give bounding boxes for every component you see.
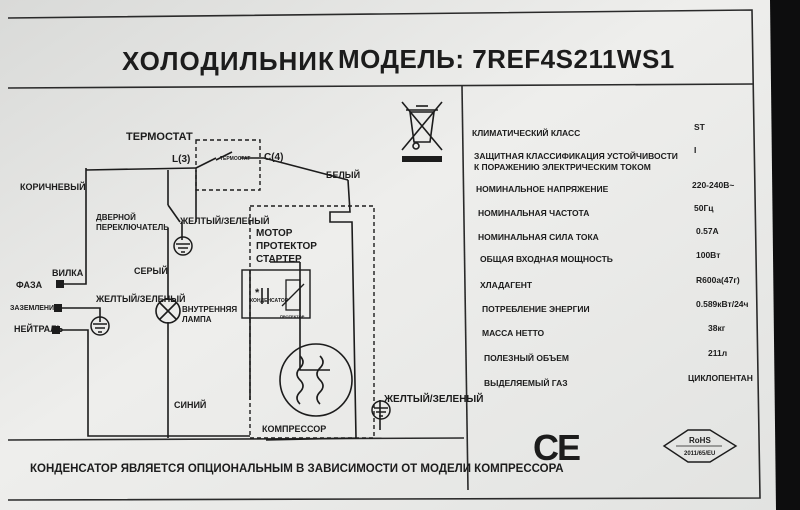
ce-mark-icon: CE (533, 427, 580, 468)
spec-label: НОМИНАЛЬНАЯ СИЛА ТОКА (478, 232, 599, 242)
plug-terminals (52, 280, 64, 334)
label-yellow-green-right: ЖЕЛТЫЙ/ЗЕЛЕНЫЙ (383, 392, 483, 405)
label-motor-3: СТАРТЕР (256, 254, 302, 265)
label-l3: L(3) (172, 154, 190, 165)
ground-symbol-icon (173, 236, 193, 256)
rohs-badge-icon: RoHS 2011/65/EU (662, 429, 738, 463)
thermostat-box (195, 139, 261, 191)
weee-crossed-bin-icon (401, 101, 443, 151)
label-phase: ФАЗА (16, 280, 43, 290)
spec-value: ЦИКЛОПЕНТАН (688, 373, 753, 383)
lamp-icon (155, 298, 181, 324)
spec-value: 50Гц (694, 203, 714, 213)
plate-background (0, 0, 776, 510)
spec-label: НОМИНАЛЬНАЯ ЧАСТОТА (478, 208, 589, 218)
label-door-switch-1: ДВЕРНОЙ (96, 213, 136, 222)
spec-value: 100Вт (696, 250, 720, 260)
rohs-directive: 2011/65/EU (684, 451, 715, 457)
spec-value: I (694, 145, 696, 155)
spec-value: 38кг (708, 323, 726, 333)
label-white: БЕЛЫЙ (326, 169, 360, 180)
label-ground: ЗАЗЕМЛЕНИЕ (10, 305, 59, 312)
label-capacitor-asterisk: * (255, 287, 260, 299)
spec-value: 220-240В~ (692, 180, 734, 190)
footnote: КОНДЕНСАТОР ЯВЛЯЕТСЯ ОПЦИОНАЛЬНЫМ В ЗАВИ… (30, 463, 564, 475)
label-door-switch-2: ПЕРЕКЛЮЧАТЕЛЬ (96, 223, 169, 232)
label-motor-1: МОТОР (256, 228, 293, 239)
label-thermostat: ТЕРМОСТАТ (126, 131, 193, 143)
label-lamp-2: ЛАМПА (182, 315, 212, 324)
ground-symbol-icon (371, 400, 391, 420)
label-yellow-green-top: ЖЕЛТЫЙ/ЗЕЛЕНЫЙ (179, 215, 269, 226)
spec-label-line2: К ПОРАЖЕНИЮ ЭЛЕКТРИЧЕСКИМ ТОКОМ (474, 162, 651, 172)
weee-bar (402, 156, 442, 162)
spec-label: ХЛАДАГЕНТ (480, 280, 533, 290)
label-c4: C(4) (264, 152, 283, 163)
label-blue: СИНИЙ (174, 399, 206, 410)
spec-table: КЛИМАТИЧЕСКИЙ КЛАСС ST ЗАЩИТНАЯ КЛАССИФИ… (472, 122, 753, 388)
label-plug: ВИЛКА (52, 268, 84, 278)
spec-label: ПОТРЕБЛЕНИЕ ЭНЕРГИИ (482, 304, 590, 314)
label-capacitor: КОНДЕНСАТОР (250, 298, 289, 304)
label-gray: СЕРЫЙ (134, 265, 168, 276)
label-neutral: НЕЙТРАЛЬ (14, 323, 64, 334)
label-compressor: КОМПРЕССОР (262, 424, 326, 434)
spec-label: ПОЛЕЗНЫЙ ОБЪЕМ (484, 352, 569, 363)
spec-value: 211л (708, 348, 727, 358)
spec-label: ЗАЩИТНАЯ КЛАССИФИКАЦИЯ УСТОЙЧИВОСТИ (474, 150, 678, 161)
spec-label: ВЫДЕЛЯЕМЫЙ ГАЗ (484, 377, 568, 388)
product-title: ХОЛОДИЛЬНИК (122, 46, 335, 76)
label-motor-2: ПРОТЕКТОР (256, 241, 317, 252)
label-protector-small: ПРОТЕКТОР (280, 314, 305, 319)
compressor-motor-icon (279, 343, 353, 417)
spec-label: МАССА НЕТТО (482, 328, 545, 338)
spec-value: ST (694, 122, 706, 132)
spec-value: 0.57A (696, 226, 719, 236)
label-lamp-1: ВНУТРЕННЯЯ (182, 305, 237, 314)
plate-frame (7, 9, 761, 501)
spec-label: НОМИНАЛЬНОЕ НАПРЯЖЕНИЕ (476, 184, 609, 194)
rohs-label: RoHS (689, 436, 711, 445)
spec-label: КЛИМАТИЧЕСКИЙ КЛАСС (472, 127, 580, 138)
spec-label: ОБЩАЯ ВХОДНАЯ МОЩНОСТЬ (480, 254, 613, 264)
compressor-box (249, 205, 375, 439)
ground-symbol-icon (90, 316, 110, 336)
spec-value: R600a(47г) (696, 275, 740, 285)
model-title: МОДЕЛЬ: 7REF4S211WS1 (338, 44, 675, 74)
protector-element (285, 279, 301, 311)
starter-box (241, 269, 311, 319)
label-thermostat-small: ТЕРМОСТАТ (220, 156, 250, 162)
label-brown: КОРИЧНЕВЫЙ (20, 181, 86, 192)
spec-value: 0.589кВт/24ч (696, 299, 749, 309)
label-yellow-green-mid: ЖЕЛТЫЙ/ЗЕЛЕНЫЙ (95, 293, 185, 304)
